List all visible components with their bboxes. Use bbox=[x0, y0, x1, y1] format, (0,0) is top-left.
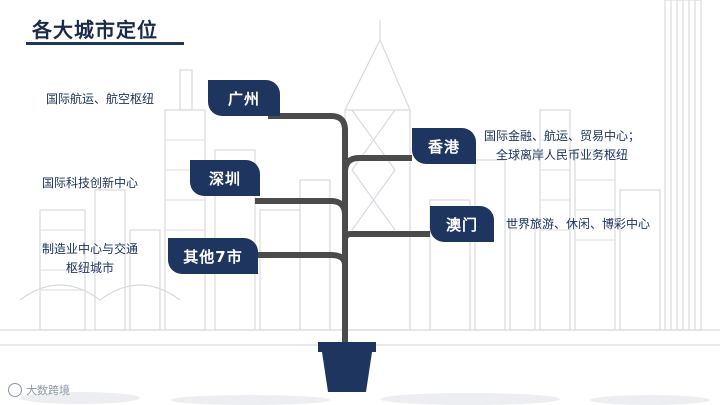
city-desc-hongkong: 国际金融、航运、贸易中心； 全球离岸人民币业务枢纽 bbox=[484, 127, 640, 165]
city-desc-other7: 制造业中心与交通 枢纽城市 bbox=[20, 240, 160, 278]
watermark: 大数跨境 bbox=[8, 382, 70, 398]
desc-line: 枢纽城市 bbox=[65, 261, 114, 275]
flower-pot bbox=[318, 342, 376, 392]
desc-line: 国际航运、航空枢纽 bbox=[46, 92, 155, 106]
desc-line: 世界旅游、休闲、博彩中心 bbox=[506, 217, 651, 231]
desc-line: 全球离岸人民币业务枢纽 bbox=[496, 148, 629, 162]
desc-line: 制造业中心与交通 bbox=[41, 242, 138, 256]
city-badge-macau: 澳门 bbox=[430, 206, 494, 242]
city-badge-shenzhen: 深圳 bbox=[190, 160, 260, 196]
watermark-text: 大数跨境 bbox=[26, 384, 70, 397]
city-badge-guangzhou: 广州 bbox=[208, 80, 280, 116]
city-badge-other7: 其他7市 bbox=[168, 238, 258, 274]
city-desc-shenzhen: 国际科技创新中心 bbox=[42, 174, 138, 193]
tree-branches bbox=[255, 113, 430, 348]
watermark-logo-icon bbox=[8, 383, 22, 397]
desc-line: 国际科技创新中心 bbox=[42, 176, 139, 190]
desc-line: 国际金融、航运、贸易中心； bbox=[484, 129, 641, 143]
city-desc-guangzhou: 国际航运、航空枢纽 bbox=[46, 90, 154, 109]
page-title: 各大城市定位 bbox=[32, 18, 158, 42]
city-desc-macau: 世界旅游、休闲、博彩中心 bbox=[506, 215, 650, 234]
title-underline bbox=[26, 42, 184, 45]
city-badge-hongkong: 香港 bbox=[412, 128, 476, 164]
